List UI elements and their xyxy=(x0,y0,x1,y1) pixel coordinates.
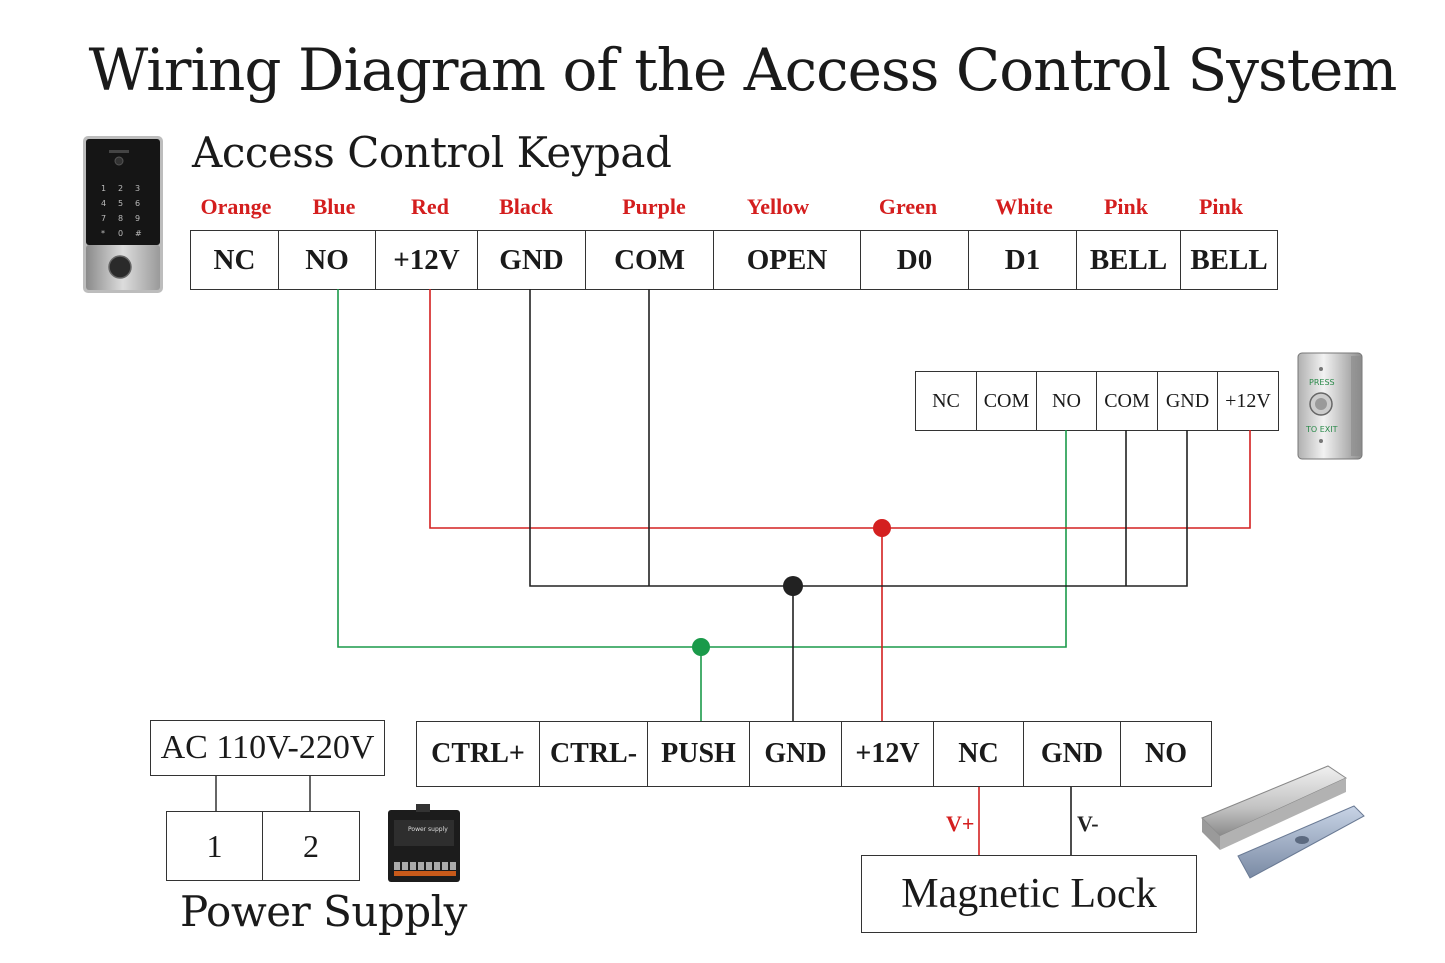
exit-terminal-com-1: COM xyxy=(977,372,1037,430)
keypad-key-5: 5 xyxy=(118,199,123,208)
keypad-key-4: 4 xyxy=(101,199,106,208)
controller-terminal-gnd-2: GND xyxy=(1024,722,1121,786)
lock-v-minus-label: V- xyxy=(1077,811,1099,836)
exit-press-text: PRESS xyxy=(1309,378,1335,387)
keypad-device-image: 1 2 3 4 5 6 7 8 9 * 0 # xyxy=(83,136,163,293)
wire-color-blue: Blue xyxy=(312,194,356,219)
keypad-key-9: 9 xyxy=(135,214,140,223)
magnetic-lock-device-image xyxy=(1198,760,1366,882)
keypad-key-0: 0 xyxy=(118,229,123,238)
exit-terminal-gnd: GND xyxy=(1158,372,1218,430)
controller-terminal-strip: CTRL+ CTRL- PUSH GND +12V NC GND NO xyxy=(416,721,1212,787)
wire-color-black: Black xyxy=(499,194,553,219)
keypad-terminal-nc: NC xyxy=(191,231,279,289)
power-device-text: Power supply xyxy=(408,826,448,833)
keypad-key-1: 1 xyxy=(101,184,106,193)
keypad-key-hash: # xyxy=(135,229,142,238)
controller-terminal-push: PUSH xyxy=(648,722,750,786)
exit-terminal-no: NO xyxy=(1037,372,1097,430)
power-terminal-2: 2 xyxy=(303,827,319,864)
power-supply-label: Power Supply xyxy=(180,887,467,936)
exit-terminal-nc: NC xyxy=(916,372,977,430)
lock-v-plus-label: V+ xyxy=(946,811,975,836)
keypad-terminal-12v: +12V xyxy=(376,231,478,289)
power-supply-terminal-strip: 1 2 xyxy=(166,811,360,881)
diagram-title: Wiring Diagram of the Access Control Sys… xyxy=(88,36,1398,104)
keypad-terminal-bell-1: BELL xyxy=(1077,231,1181,289)
keypad-label: Access Control Keypad xyxy=(192,128,672,177)
wire-color-red: Red xyxy=(411,194,449,219)
exit-terminal-12v: +12V xyxy=(1225,389,1271,412)
controller-terminal-ctrl-minus: CTRL- xyxy=(540,722,648,786)
junction-black xyxy=(783,576,803,596)
wire-red-keypad-12v xyxy=(429,289,1251,529)
keypad-key-7: 7 xyxy=(101,214,106,223)
wire-color-white: White xyxy=(995,194,1053,219)
exit-button-device-image: PRESS TO EXIT xyxy=(1297,352,1365,460)
keypad-terminal-d0: D0 xyxy=(861,231,969,289)
wire-color-orange: Orange xyxy=(200,194,272,219)
keypad-terminal-open: OPEN xyxy=(714,231,861,289)
keypad-key-6: 6 xyxy=(135,199,140,208)
magnetic-lock-box: Magnetic Lock xyxy=(861,855,1197,933)
controller-terminal-gnd-1: GND xyxy=(750,722,842,786)
controller-terminal-12v: +12V xyxy=(842,722,934,786)
exit-button-terminal-strip: NC COM NO COM GND +12V xyxy=(915,371,1279,431)
controller-terminal-ctrl-plus: CTRL+ xyxy=(417,722,540,786)
keypad-terminal-gnd: GND xyxy=(478,231,586,289)
junction-green xyxy=(692,638,710,656)
wire-black-keypad-gnd xyxy=(529,289,1188,587)
wire-color-pink-1: Pink xyxy=(1103,194,1149,219)
power-terminal-1: 1 xyxy=(167,812,263,880)
wire-color-pink-2: Pink xyxy=(1198,194,1244,219)
keypad-key-8: 8 xyxy=(118,214,123,223)
exit-terminal-com-2: COM xyxy=(1097,372,1158,430)
keypad-terminal-strip: NC NO +12V GND COM OPEN D0 D1 BELL BELL xyxy=(190,230,1278,290)
wire-color-green: Green xyxy=(878,194,938,219)
exit-to-exit-text: TO EXIT xyxy=(1305,425,1338,434)
keypad-terminal-no: NO xyxy=(279,231,376,289)
junction-red xyxy=(873,519,891,537)
keypad-terminal-d1: D1 xyxy=(969,231,1077,289)
keypad-key-3: 3 xyxy=(135,184,140,193)
keypad-terminal-com: COM xyxy=(586,231,714,289)
wire-color-yellow: Yellow xyxy=(746,194,810,219)
keypad-key-2: 2 xyxy=(118,184,123,193)
keypad-key-star: * xyxy=(101,229,105,238)
keypad-terminal-bell-2: BELL xyxy=(1190,243,1268,276)
power-supply-device-image: Power supply xyxy=(386,804,462,884)
wire-color-purple: Purple xyxy=(622,194,686,219)
controller-terminal-nc: NC xyxy=(934,722,1024,786)
controller-terminal-no: NO xyxy=(1145,738,1187,769)
wire-green-keypad-no xyxy=(337,289,1067,648)
ac-input-box: AC 110V-220V xyxy=(150,720,385,776)
